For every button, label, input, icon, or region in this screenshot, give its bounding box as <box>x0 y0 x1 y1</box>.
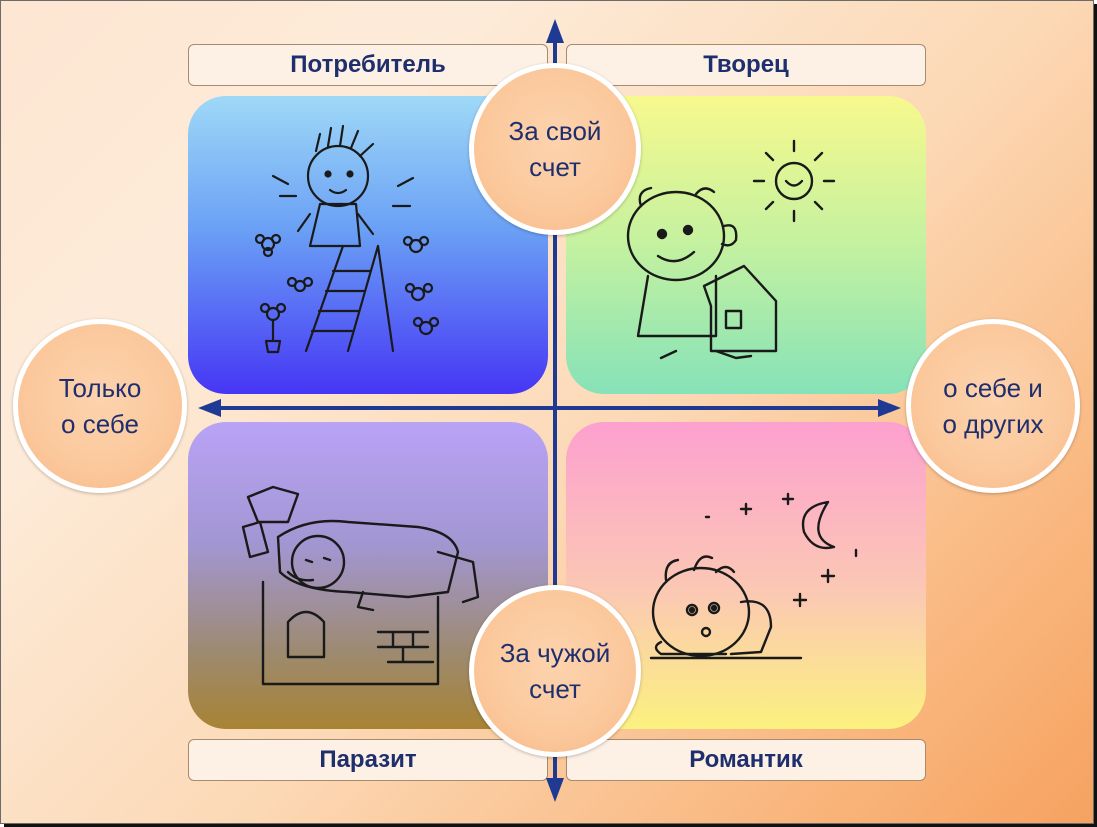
circle-self-and-others-line1: о себе и <box>943 373 1043 403</box>
boy-on-stove-illustration <box>241 485 480 686</box>
label-creator-text: Творец <box>703 51 789 78</box>
circle-self-and-others-line2: о других <box>942 409 1044 439</box>
boy-with-house-illustration <box>626 139 836 360</box>
boy-on-ladder-illustration <box>254 124 440 354</box>
circle-only-self-line1: Только <box>58 373 142 403</box>
circle-own-expense-line1: За свой <box>508 116 602 146</box>
arrow-up-icon <box>546 19 564 43</box>
circle-others-expense-line2: счет <box>529 674 581 704</box>
arrow-down-icon <box>546 778 564 802</box>
label-consumer-text: Потребитель <box>290 51 446 78</box>
label-romantic: Романтик <box>566 739 926 781</box>
circle-only-self-line2: о себе <box>61 409 139 439</box>
boy-dreaming-illustration <box>649 492 858 660</box>
circle-others-expense-line1: За чужой <box>499 638 611 668</box>
circle-own-expense-line2: счет <box>529 152 581 182</box>
arrow-left-icon <box>198 399 221 417</box>
circle-own-expense: За свой счет <box>469 63 641 235</box>
arrow-right-icon <box>878 399 901 417</box>
label-consumer: Потребитель <box>188 44 548 86</box>
label-parasite-text: Паразит <box>319 746 417 773</box>
circle-self-and-others: о себе и о других <box>906 319 1080 493</box>
circle-others-expense: За чужой счет <box>469 585 641 757</box>
circle-only-self: Только о себе <box>13 319 187 493</box>
label-romantic-text: Романтик <box>689 746 803 773</box>
label-creator: Творец <box>566 44 926 86</box>
label-parasite: Паразит <box>188 739 548 781</box>
